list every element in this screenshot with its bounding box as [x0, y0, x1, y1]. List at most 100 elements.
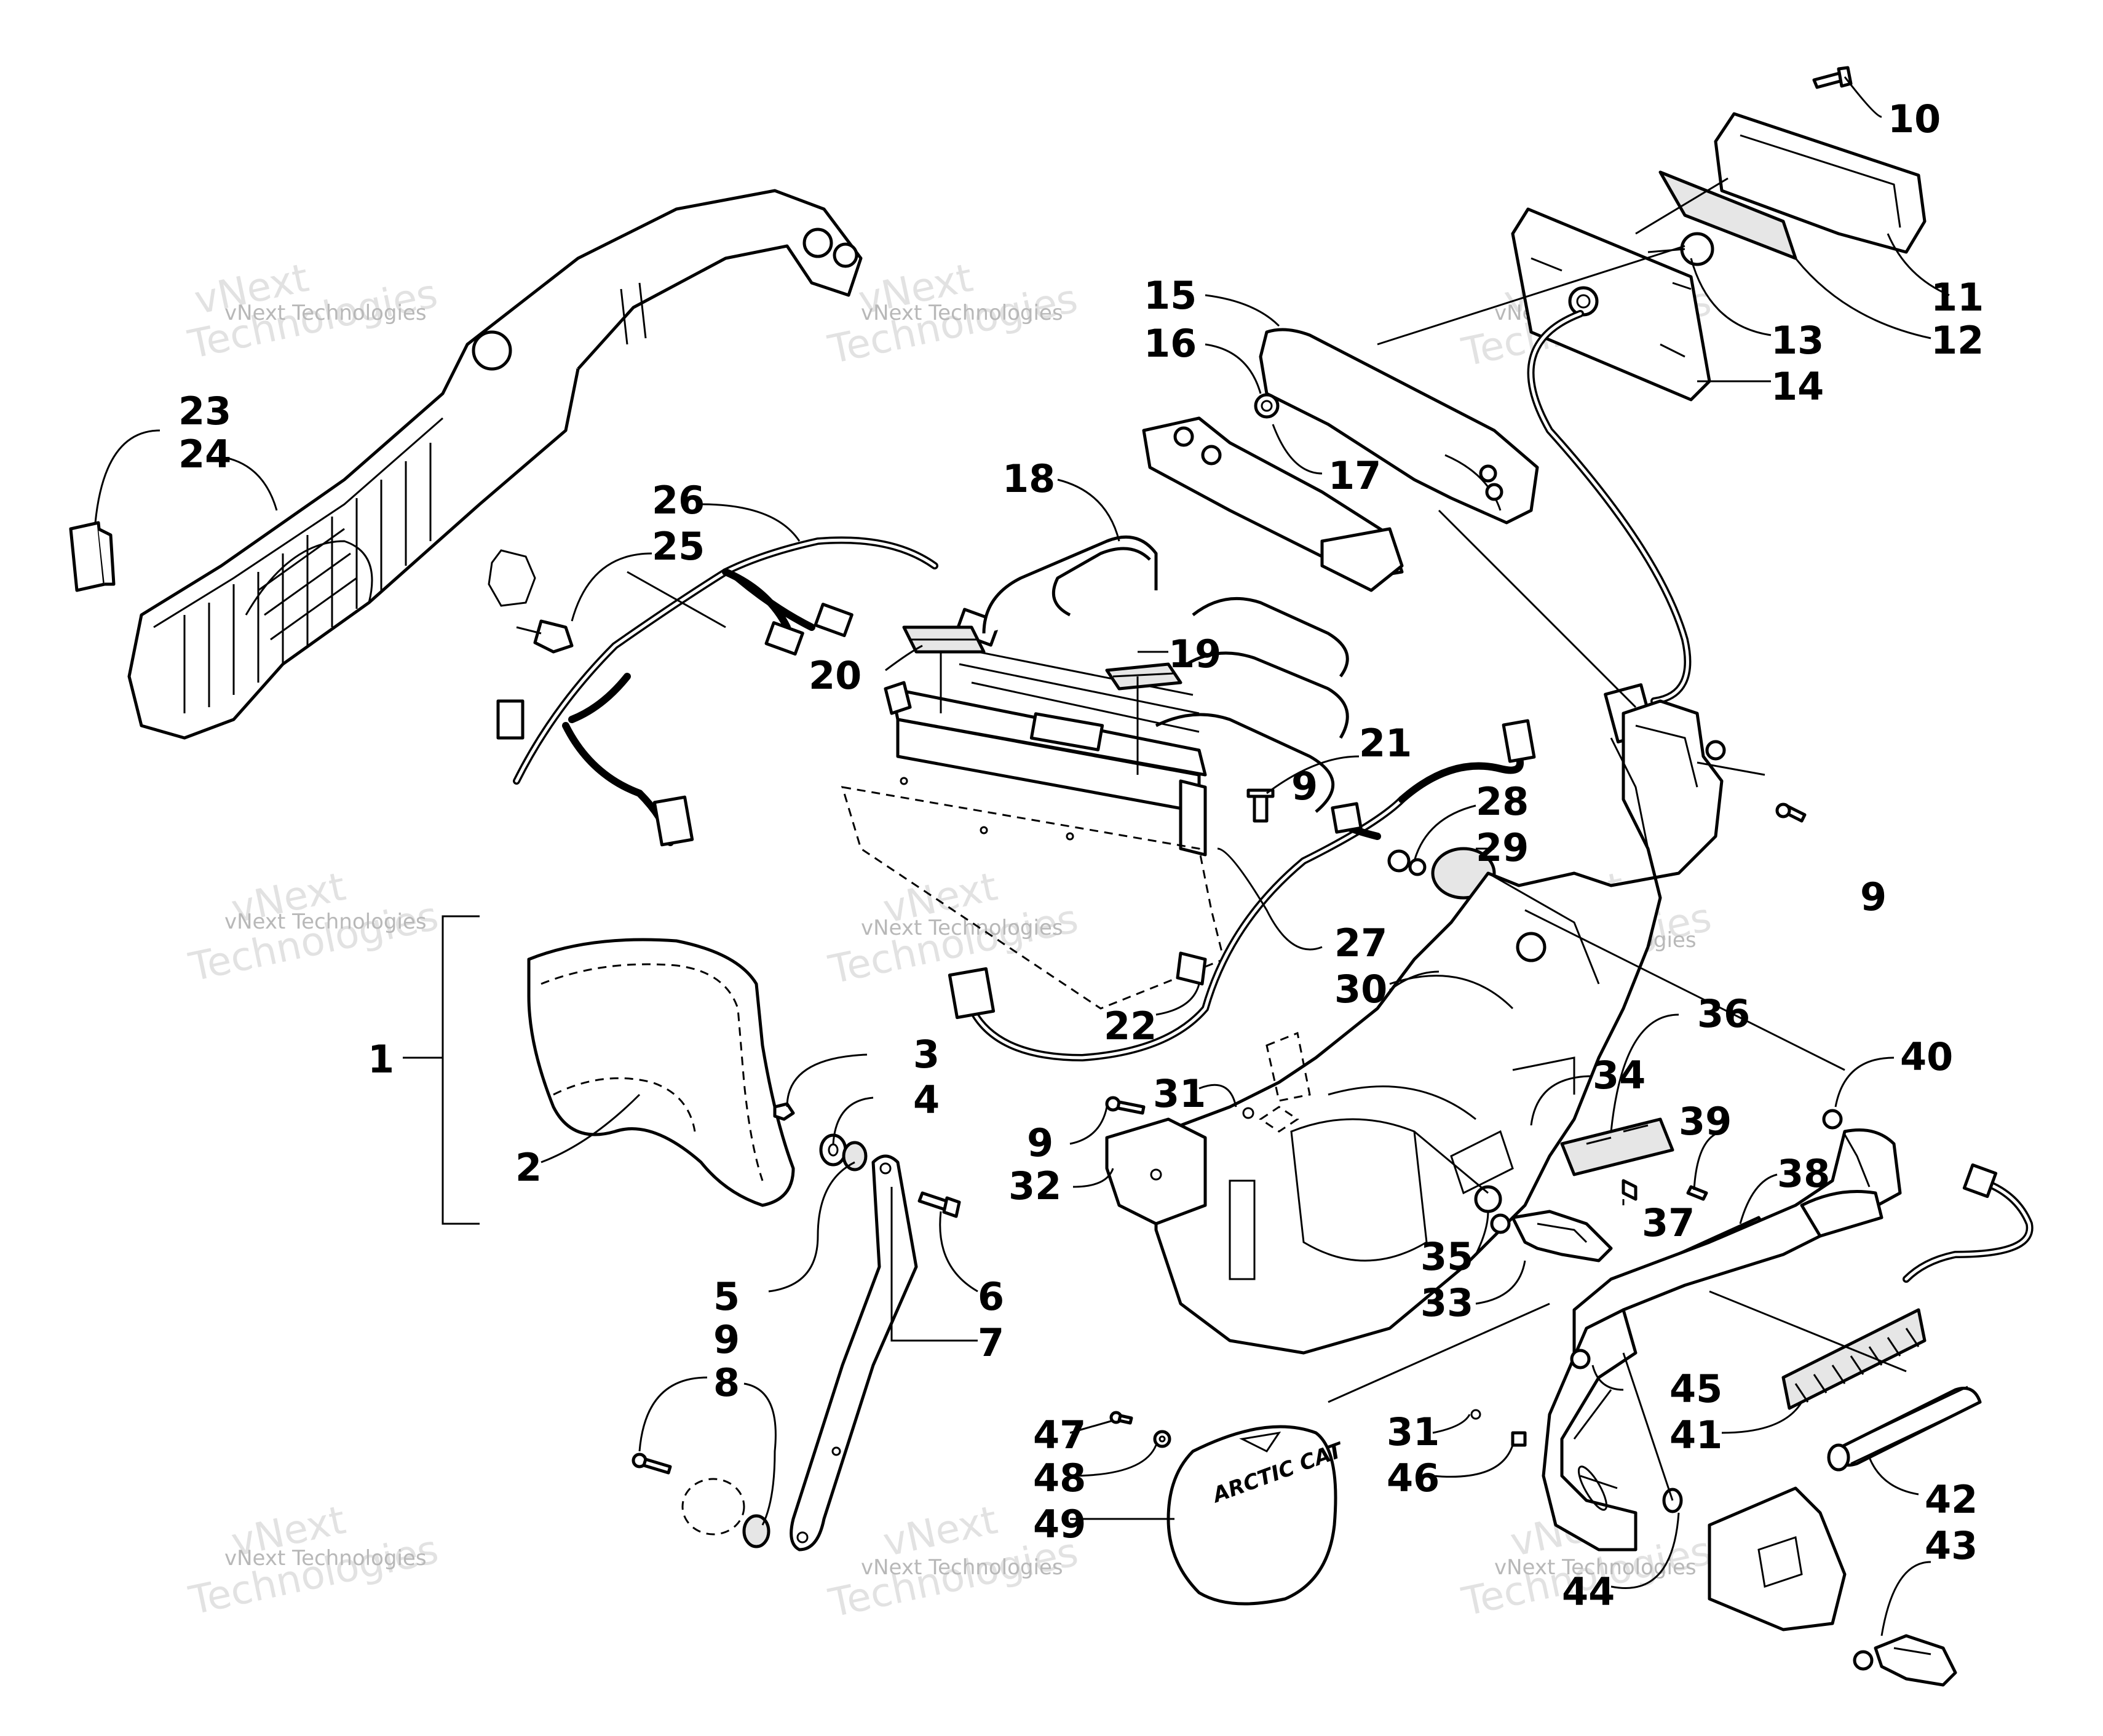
callout-22: 22: [1104, 1004, 1157, 1048]
callout-38: 38: [1777, 1151, 1830, 1196]
callout-16: 16: [1144, 321, 1197, 366]
callout-33: 33: [1420, 1280, 1473, 1325]
callout-23: 23: [178, 389, 231, 434]
bracket-part-44: [1708, 1486, 1847, 1631]
washer-part-48: [1153, 1430, 1171, 1448]
callout-20: 20: [809, 653, 861, 698]
washer-part-40: [1822, 1109, 1843, 1130]
callout-28: 28: [1476, 779, 1529, 824]
callout-39: 39: [1679, 1099, 1732, 1144]
callout-1: 1: [368, 1037, 394, 1082]
callout-3: 3: [913, 1032, 940, 1077]
bracket-part-7: [790, 1154, 918, 1552]
callout-6: 6: [978, 1274, 1004, 1319]
screw-part-39: [1686, 1185, 1708, 1201]
bolt-part-37: [1622, 1179, 1638, 1201]
callout-19: 19: [1168, 632, 1221, 676]
svg-text:vNext Technologies: vNext Technologies: [861, 916, 1063, 940]
callout-43: 43: [1925, 1523, 1978, 1568]
callout-11: 11: [1931, 275, 1984, 320]
callout-35: 35: [1420, 1234, 1473, 1279]
callout-34: 34: [1593, 1053, 1646, 1098]
callout-42: 42: [1925, 1477, 1978, 1522]
wiring-harness-part-27: [948, 719, 1536, 1062]
callout-41: 41: [1669, 1413, 1722, 1457]
decal-part-20: [902, 625, 986, 654]
callout-26: 26: [652, 478, 705, 523]
callout-9: 9: [1027, 1120, 1053, 1165]
callout-49: 49: [1033, 1502, 1086, 1547]
decal-part-19: [1105, 662, 1182, 691]
callout-10: 10: [1888, 97, 1941, 141]
watermark: vNext Technologies vNext Technologies: [185, 1497, 443, 1624]
bushing-part-5: [842, 1141, 868, 1171]
callout-17: 17: [1328, 453, 1381, 498]
callout-9: 9: [1860, 874, 1887, 919]
footrest-part-43: [1853, 1634, 1957, 1687]
callout-2: 2: [515, 1145, 542, 1190]
callout-4: 4: [913, 1077, 940, 1122]
watermark: vNext Technologies vNext Technologies: [184, 255, 442, 368]
bolt-part-6: [917, 1191, 961, 1218]
svg-text:vNext Technologies: vNext Technologies: [1494, 1555, 1697, 1580]
callout-5: 5: [713, 1274, 740, 1319]
nut-part-3: [773, 1102, 795, 1121]
leader-lines: [94, 76, 1950, 1636]
wiring-harness-part-26: [496, 536, 1001, 847]
callout-8: 8: [713, 1360, 740, 1405]
bolt-part-25: [488, 549, 574, 654]
callout-32: 32: [1008, 1163, 1061, 1208]
callout-24: 24: [178, 432, 231, 477]
cover-part-49: ARCTIC CAT: [1166, 1425, 1347, 1606]
switch-part-23: [69, 521, 116, 592]
screw-part-9: [1775, 803, 1807, 823]
screw-part-21: [1246, 788, 1275, 823]
screw-part-47: [1109, 1411, 1133, 1425]
callout-45: 45: [1669, 1366, 1722, 1411]
watermark: vNext Technologies vNext Technologies: [824, 255, 1082, 373]
callout-7: 7: [978, 1320, 1004, 1365]
callout-12: 12: [1931, 318, 1984, 363]
watermark: vNext Technologies vNext Technologies: [185, 864, 443, 991]
callout-13: 13: [1771, 318, 1824, 363]
cable-part-41: [1903, 1163, 2034, 1283]
callout-47: 47: [1033, 1413, 1086, 1457]
left-side-housing: [127, 189, 863, 740]
tube-part-42: [1827, 1385, 1982, 1472]
plug-part-9: [681, 1478, 745, 1536]
taillight-assembly: [1511, 112, 1927, 743]
rear-rack-part-18: [841, 416, 1404, 1010]
reflector-part-36: [1560, 1117, 1674, 1176]
clip-part-46: [1470, 1409, 1527, 1447]
callout-21: 21: [1359, 721, 1412, 766]
callout-36: 36: [1697, 991, 1750, 1036]
callout-labels: 1 2 3 4 5 6 7 8 9 9 9 9 10 11 12 13 14 1…: [178, 97, 1984, 1614]
callout-31: 31: [1153, 1071, 1206, 1116]
grip-pad-part-41: [1781, 1308, 1927, 1410]
svg-text:vNext Technologies: vNext Technologies: [861, 1555, 1063, 1580]
callout-9: 9: [1291, 764, 1318, 809]
trim-part-15: [1254, 328, 1539, 525]
grab-handle-part-45: [1542, 1128, 1902, 1552]
callout-29: 29: [1476, 825, 1529, 870]
washer-part-28: [1387, 849, 1427, 876]
callout-40: 40: [1900, 1034, 1953, 1079]
callout-14: 14: [1771, 364, 1824, 409]
svg-text:vNext Technologies: vNext Technologies: [224, 301, 427, 325]
callout-18: 18: [1002, 456, 1055, 501]
footrest-part-33: [1490, 1210, 1613, 1262]
backrest-part-2: [527, 938, 795, 1207]
callout-30: 30: [1334, 967, 1387, 1012]
callout-9: 9: [713, 1317, 740, 1362]
washer-part-35: [1474, 1185, 1502, 1213]
callout-37: 37: [1642, 1200, 1695, 1245]
clip-part-31: [1242, 1031, 1311, 1133]
rivet-part-22: [1176, 951, 1207, 986]
callout-25: 25: [652, 524, 705, 569]
screw-part-9: [1105, 1096, 1146, 1115]
callout-27: 27: [1334, 921, 1387, 965]
screw-part-9: [632, 1453, 672, 1475]
callout-48: 48: [1033, 1456, 1086, 1500]
callout-31: 31: [1387, 1409, 1440, 1454]
